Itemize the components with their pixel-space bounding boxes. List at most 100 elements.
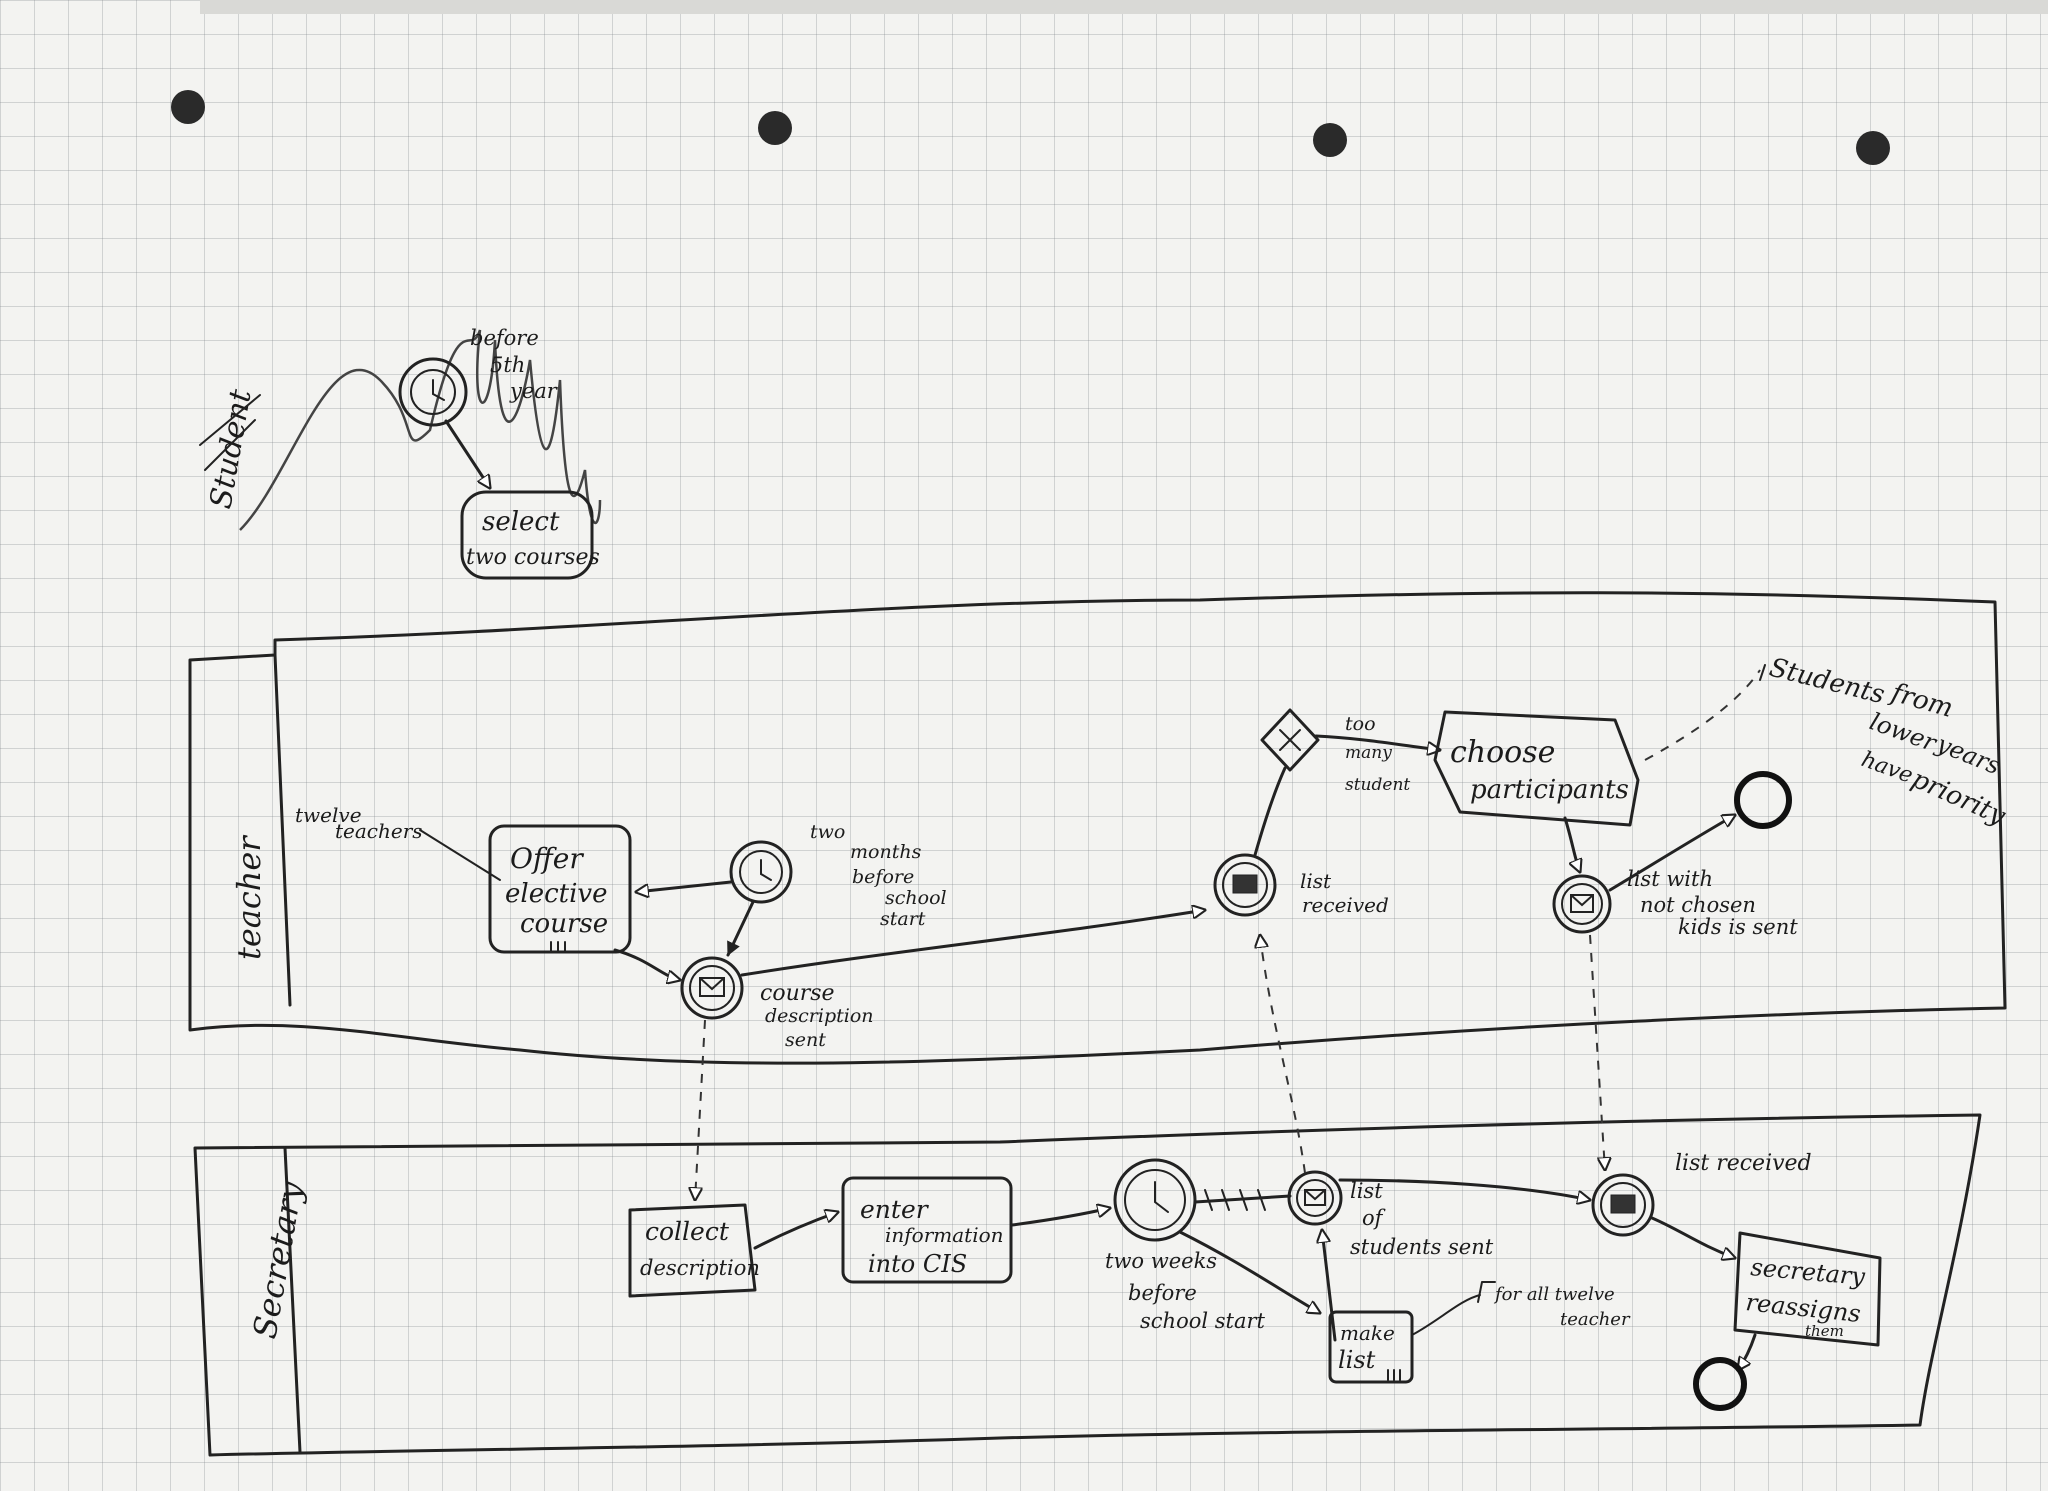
teacher-timer-note-4: school (885, 887, 947, 909)
reassign-task (1733, 1231, 1882, 1347)
enter-line1: enter (860, 1195, 930, 1224)
envelope-flap (1304, 1189, 1326, 1201)
envelope-flap (699, 977, 725, 991)
sequence-flow (726, 900, 755, 957)
sequence-flow (1010, 1208, 1110, 1227)
timer-start-event (398, 357, 468, 427)
make-list-task (1328, 1310, 1414, 1384)
select-task-line1: select (482, 507, 560, 537)
teacher-timer-note-2: months (850, 841, 922, 863)
exclusive-gateway (1260, 708, 1320, 772)
event-inner-ring (1296, 1179, 1334, 1217)
priority-note-1: Students (1766, 653, 1887, 711)
secretary-lane-divider (283, 1146, 302, 1454)
envelope-filled-icon (1610, 1194, 1636, 1214)
message-flow (695, 1019, 706, 1200)
secretary-timer-note-2: before (1128, 1281, 1197, 1305)
students-sent-2: of (1362, 1206, 1386, 1230)
crossout-stroke (199, 394, 261, 471)
sequence-flow (1178, 1230, 1320, 1313)
punch-hole (1856, 131, 1890, 165)
sequence-flow (636, 880, 733, 892)
twelve-teachers-1: twelve (295, 803, 362, 827)
scribble-crossout (239, 329, 602, 531)
punch-hole (758, 111, 792, 145)
list-sent-3: kids is sent (1678, 915, 1798, 939)
clock-hands (1154, 1181, 1169, 1213)
collect-line1: collect (645, 1217, 730, 1246)
annotation-bracket (1477, 1281, 1496, 1303)
student-timer-note-3: year (509, 379, 559, 403)
end-event (1734, 771, 1792, 829)
teacher-timer-note-3: before (852, 866, 914, 888)
sequence-flow (1608, 815, 1735, 892)
student-lane-label: Student (203, 386, 259, 511)
list-received-event (1213, 853, 1277, 917)
gateway-note-2: many (1345, 743, 1392, 763)
teacher-pool-border (188, 591, 2007, 1065)
event-inner-ring (1600, 1182, 1646, 1228)
make-list-2: list (1338, 1346, 1376, 1374)
list-received-1: list (1300, 869, 1332, 893)
for-all-note-1: for all twelve (1493, 1284, 1615, 1305)
secretary-timer-note-3: school start (1140, 1309, 1266, 1333)
punch-hole (1313, 123, 1347, 157)
list-sent-2: not chosen (1640, 893, 1756, 917)
reassign-line3: them (1805, 1322, 1844, 1340)
sequence-flow (753, 1212, 838, 1250)
reassign-line1: secretary (1749, 1253, 1866, 1291)
association-line (1411, 1294, 1481, 1336)
for-all-note-2: teacher (1560, 1309, 1631, 1330)
collect-description-task (628, 1203, 757, 1298)
student-timer-note-1: before (470, 326, 539, 350)
binding-rings (200, 0, 2048, 14)
priority-note-4: years (1932, 729, 2004, 780)
secretary-pool-border (193, 1113, 1982, 1457)
teacher-timer-event (729, 840, 793, 904)
sequence-flow (1322, 1230, 1337, 1342)
secretary-timer-note-1: two weeks (1105, 1249, 1217, 1273)
offer-elective-task (488, 824, 632, 954)
enter-information-task (841, 1176, 1013, 1284)
sequence-flow (444, 419, 490, 488)
secretary-list-received-event (1591, 1173, 1655, 1237)
punch-hole (171, 90, 205, 124)
sequence-flow (1314, 734, 1440, 750)
gateway-note-3: student (1345, 775, 1410, 795)
choose-line2: participants (1470, 775, 1629, 805)
list-received-2: received (1302, 893, 1389, 917)
students-sent-3: students sent (1350, 1235, 1494, 1259)
secretary-timer-event (1113, 1158, 1197, 1242)
event-inner-ring (1561, 883, 1603, 925)
student-section: Student before 5th year select two cours… (199, 326, 602, 580)
clock-icon (739, 850, 783, 894)
envelope-icon (1570, 894, 1594, 913)
teacher-timer-note-5: start (880, 908, 926, 930)
envelope-flap (1570, 894, 1594, 907)
list-sent-event (1552, 874, 1612, 934)
sequence-flow (740, 910, 1205, 977)
sequence-flow (1563, 816, 1580, 872)
secretary-list-received: list received (1675, 1151, 1812, 1176)
student-timer-note-2: 5th (490, 353, 525, 377)
annotation-bracket (1759, 664, 1766, 681)
clock-hands (432, 379, 445, 401)
event-inner-ring (689, 965, 735, 1011)
sequence-flow (1338, 1178, 1590, 1200)
teacher-pool: teacher twelve teachers Offer elective c… (188, 591, 2010, 1065)
sequence-flow (1650, 1216, 1735, 1258)
offer-line2: elective (505, 879, 608, 909)
offer-line3: course (520, 909, 608, 939)
multi-instance-marker (1387, 1369, 1401, 1381)
end-event (1693, 1357, 1747, 1411)
gateway-x-marker (1279, 729, 1301, 751)
choose-participants-task (1433, 710, 1640, 827)
gateway-note-1: too (1345, 713, 1376, 735)
envelope-icon (1304, 1189, 1326, 1206)
twelve-teachers-2: teachers (335, 819, 423, 843)
sequence-flow (1738, 1333, 1757, 1370)
association-line (1644, 669, 1761, 761)
reassign-line2: reassigns (1744, 1288, 1862, 1328)
list-students-sent-event (1287, 1170, 1343, 1226)
